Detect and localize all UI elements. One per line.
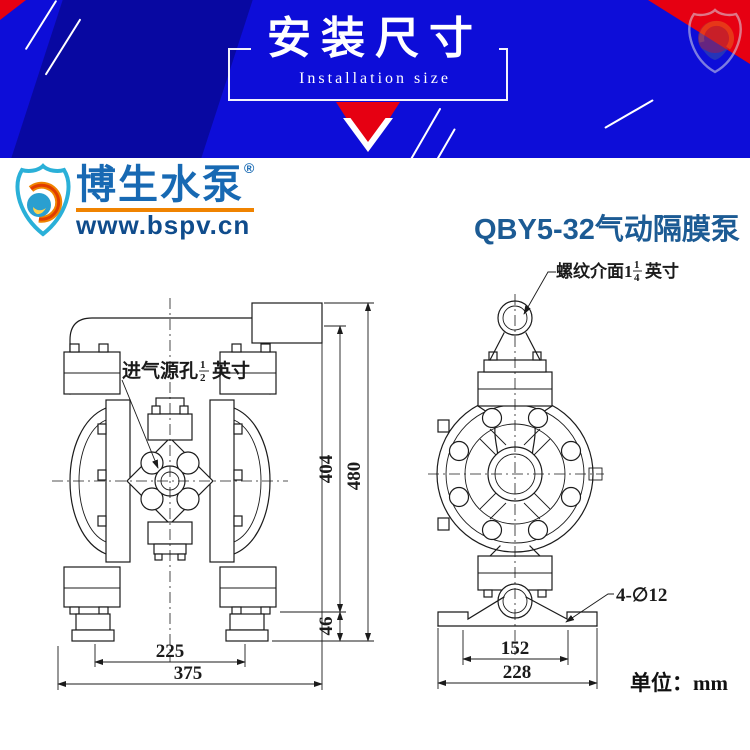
outlet-pipe <box>251 302 323 344</box>
banner-title: 安装尺寸 <box>251 14 499 65</box>
front-view: 进气源孔 1 2 英寸 404 480 46 225 375 <box>52 298 374 690</box>
thread-frac-num: 1 <box>634 259 640 271</box>
thread-port-label-suffix: 英寸 <box>645 261 679 281</box>
dim-height-to-outlet: 404 <box>316 454 337 483</box>
dim-foot-span-front: 225 <box>156 641 185 662</box>
thread-frac-den: 4 <box>634 272 640 284</box>
top-banner: 安装尺寸 Installation size <box>0 0 750 158</box>
dim-overall-width: 375 <box>174 663 203 684</box>
thread-port-label: 螺纹介面1 <box>556 261 633 281</box>
brand-logo: 博生水泵® www.bspv.cn <box>14 160 255 240</box>
air-inlet-frac-num: 1 <box>200 359 206 371</box>
product-title: QBY5-32气动隔膜泵 <box>474 214 740 246</box>
brand-underline <box>76 208 255 212</box>
brand-name-text: 博生水泵 <box>76 163 244 207</box>
shield-watermark-icon <box>688 8 742 74</box>
right-foot <box>229 613 265 631</box>
left-chamber <box>69 407 107 555</box>
dim-foot-height: 46 <box>316 617 337 636</box>
brand-website: www.bspv.cn <box>76 210 251 240</box>
dim-overall-height: 480 <box>344 462 365 491</box>
air-inlet-label: 进气源孔 <box>122 359 198 382</box>
registered-mark: ® <box>244 160 255 176</box>
brand-shield-icon <box>15 163 71 237</box>
banner-subtitle: Installation size <box>299 70 451 87</box>
side-view: 螺纹介面1 1 4 英寸 4-∅12 152 228 <box>428 259 679 689</box>
left-foot <box>75 613 111 631</box>
dim-overall-depth: 228 <box>503 662 532 683</box>
brand-name: 博生水泵® <box>76 160 255 207</box>
air-inlet-label-suffix: 英寸 <box>212 359 250 382</box>
unit-label: 单位：mm <box>630 671 728 695</box>
mounting-holes-label: 4-∅12 <box>616 585 667 606</box>
down-arrow-icon <box>336 102 400 152</box>
dim-foot-span-side: 152 <box>501 638 530 659</box>
air-inlet-frac-den: 2 <box>200 372 206 384</box>
